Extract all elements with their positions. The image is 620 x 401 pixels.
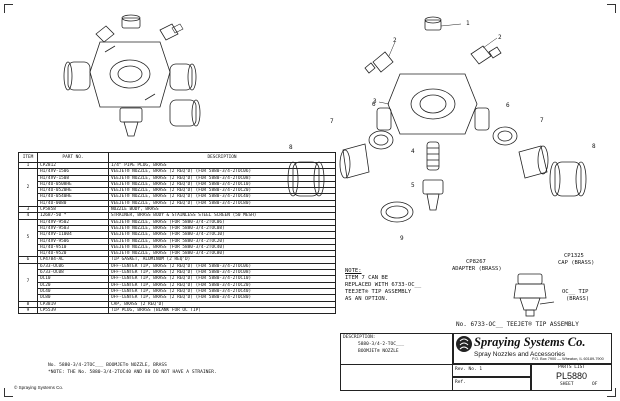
cap-label: CAP (BRASS) bbox=[558, 260, 595, 266]
callout-6-right: 6 bbox=[506, 102, 510, 109]
adapter-label: ADAPTER (BRASS) bbox=[452, 266, 502, 272]
description-line-2: BOOMJET® NOZZLE bbox=[358, 349, 399, 354]
description-line-1: 5880-3/4-2-TOC___ bbox=[358, 342, 405, 347]
parts-list-box bbox=[530, 363, 612, 391]
part-description: VEEJET® NOZZLE, BRASS (2 REQ'D) (FOR 588… bbox=[108, 193, 336, 201]
description-box bbox=[340, 333, 454, 365]
part-description: VEEJET® NOZZLE, BRASS (FOR 5880-3/4-2TOC… bbox=[108, 224, 336, 233]
callout-6-left: 6 bbox=[372, 101, 376, 108]
callout-8-left: 8 bbox=[289, 144, 293, 151]
rev-box bbox=[452, 363, 532, 378]
part-description: VEEJET® NOZZLE, BRASS (FOR 5880-3/4-2TOC… bbox=[108, 250, 336, 258]
part-description: VEEJET® NOZZLE, BRASS (FOR 5880-3/4-2TOC… bbox=[108, 218, 336, 226]
parts-list-label: PARTS LIST bbox=[558, 365, 586, 370]
callout-8-right: 8 bbox=[592, 143, 596, 150]
assembled-nozzle-drawing bbox=[63, 14, 201, 137]
copyright: © Spraying Systems Co. bbox=[14, 385, 64, 390]
note-block: NOTE: ITEM 7 CAN BE REPLACED WITH 6733-O… bbox=[345, 268, 421, 303]
ref-box bbox=[452, 376, 532, 391]
callout-2-right: 2 bbox=[498, 34, 502, 41]
company-tagline: Spray Nozzles and Accessories bbox=[474, 351, 566, 358]
parts-list-number: PL5880 bbox=[556, 371, 588, 381]
callout-3: 3 bbox=[373, 98, 377, 105]
part-description: VEEJET® NOZZLE, BRASS (2 REQ'D) (FOR 588… bbox=[108, 168, 336, 176]
header-item: ITEM bbox=[18, 152, 38, 163]
header-part-no: PART NO. bbox=[37, 152, 109, 163]
tip-part-number: OC__ TIP bbox=[562, 289, 589, 295]
tip-label: (BRASS) bbox=[566, 296, 590, 302]
of-label: OF bbox=[592, 382, 598, 387]
description-label: DESCRIPTION: bbox=[343, 335, 376, 340]
part-description: OFF-CENTER TIP, BRASS (2 REQ'D) (FOR 588… bbox=[108, 294, 336, 302]
ref-label: Ref. bbox=[455, 380, 466, 385]
part-description: OFF-CENTER TIP, BRASS (2 REQ'D) (FOR 588… bbox=[108, 281, 336, 289]
part-description: VEEJET® NOZZLE, BRASS (FOR 5880-3/4-2TOC… bbox=[108, 243, 336, 252]
callout-7-left: 7 bbox=[330, 118, 334, 125]
company-logo-icon bbox=[456, 336, 472, 352]
part-description: VEEJET® NOZZLE, BRASS (FOR 5880-3/4-2TOC… bbox=[108, 237, 336, 245]
part-description: OFF-CENTER TIP, BRASS (2 REQ'D) (FOR 588… bbox=[108, 269, 336, 277]
part-description: CAP, BRASS (2 REQ'D) bbox=[108, 300, 336, 308]
note-line-4: AS AN OPTION. bbox=[345, 296, 389, 302]
item-number: 2 bbox=[18, 168, 38, 208]
note-title: NOTE: bbox=[345, 268, 362, 274]
crop-mark-bottom-left bbox=[4, 388, 13, 397]
part-number: CP5539 bbox=[37, 306, 109, 315]
note-line-2: REPLACED WITH 6733-OC__ bbox=[345, 282, 422, 288]
cap-part-number: CP1325 bbox=[564, 253, 584, 259]
item-number: 5 bbox=[18, 218, 38, 258]
part-description: VEEJET® NOZZLE, BRASS (2 REQ'D) (FOR 588… bbox=[108, 199, 336, 208]
item-number: 7 bbox=[18, 262, 38, 302]
note-line-1: ITEM 7 CAN BE bbox=[345, 275, 389, 281]
assembly-number: No. 5880-3/4-2TOC___ BOOMJET® NOZZLE, BR… bbox=[48, 363, 167, 368]
part-description: VEEJET® NOZZLE, BRASS (2 REQ'D) (FOR 588… bbox=[108, 180, 336, 189]
crop-mark-bottom-right bbox=[607, 388, 616, 397]
callout-7-right: 7 bbox=[540, 117, 544, 124]
callout-1: 1 bbox=[466, 20, 470, 27]
callout-5: 5 bbox=[411, 182, 415, 189]
callout-9: 9 bbox=[400, 235, 404, 242]
part-description: STRAINER, BRASS BODY & STAINLESS STEEL S… bbox=[108, 212, 336, 220]
sheet-label: SHEET bbox=[560, 382, 574, 387]
callout-4: 4 bbox=[411, 148, 415, 155]
part-description: VEEJET® NOZZLE, BRASS (2 REQ'D) (FOR 588… bbox=[108, 174, 336, 182]
company-address: P.O. Box 7900 — Wheaton, IL 60189-7900 bbox=[532, 357, 604, 361]
note-line-3: TEEJET® TIP ASSEMBLY bbox=[345, 289, 412, 295]
part-description: VEEJET® NOZZLE, BRASS (2 REQ'D) (FOR 588… bbox=[108, 187, 336, 195]
adapter-part-number: CP8267 bbox=[466, 259, 486, 265]
part-description: OFF-CENTER TIP, BRASS (2 REQ'D) (FOR 588… bbox=[108, 287, 336, 296]
teejet-caption: No. 6733-OC__ TEEJET® TIP ASSEMBLY bbox=[456, 321, 579, 328]
strainer-note: *NOTE: THE No. 5880-3/4-2TOC40 AND 80 DO… bbox=[48, 370, 217, 375]
rev-number: Rev. No. 1 bbox=[455, 367, 483, 372]
crop-mark-top-right bbox=[607, 4, 616, 13]
company-box bbox=[452, 333, 612, 365]
part-description: TIP PLUG, BRASS (BLANK FOR OC TIP) bbox=[108, 306, 336, 315]
callout-2-left: 2 bbox=[393, 37, 397, 44]
teejet-assembly-drawing bbox=[513, 273, 555, 317]
item-number: 9 bbox=[18, 306, 38, 315]
part-description: OFF-CENTER TIP, BRASS (2 REQ'D) (FOR 588… bbox=[108, 262, 336, 271]
part-description: OFF-CENTER TIP, BRASS (2 REQ'D) (FOR 588… bbox=[108, 275, 336, 283]
part-description: TIP GASKET, ALUMINUM (2 REQ'D) bbox=[108, 256, 336, 264]
crop-mark-top-left bbox=[4, 4, 13, 13]
part-description: VEEJET® NOZZLE, BRASS (FOR 5880-3/4-2TOC… bbox=[108, 231, 336, 239]
exploded-view-drawing bbox=[287, 16, 587, 223]
company-name: Spraying Systems Co. bbox=[474, 335, 586, 349]
